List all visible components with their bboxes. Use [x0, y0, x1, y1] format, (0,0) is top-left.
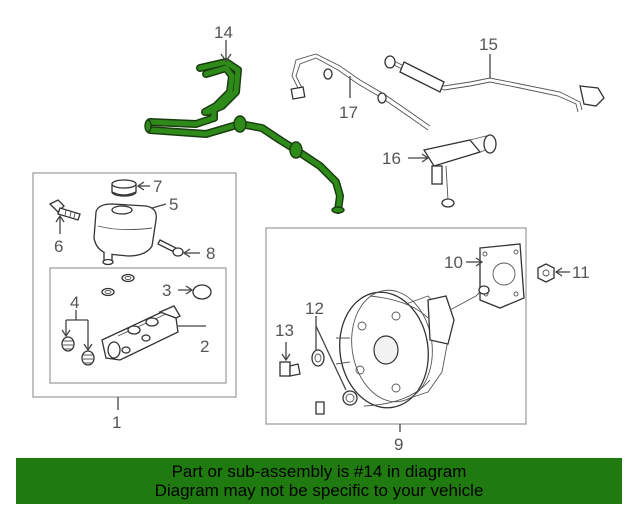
booster-clip[interactable] — [315, 401, 325, 415]
part-15-vacuum-tube[interactable] — [384, 55, 605, 113]
callout-13[interactable]: 13 — [275, 321, 294, 340]
part-16-check-valve[interactable] — [422, 134, 497, 208]
callout-3[interactable]: 3 — [162, 281, 171, 300]
fitment-banner: Part or sub-assembly is #14 in diagram D… — [16, 458, 622, 504]
parts-diagram: 14 17 15 16 1 7 — [32, 23, 605, 454]
part-13-vacuum-sensor[interactable] — [279, 361, 301, 377]
arrow-3 — [185, 285, 194, 295]
callout-7[interactable]: 7 — [153, 177, 162, 196]
leader-12-b — [315, 325, 347, 391]
arrow-7 — [136, 181, 145, 191]
part-10-gasket[interactable] — [479, 243, 525, 309]
callout-8[interactable]: 8 — [206, 244, 215, 263]
part-7-reservoir-cap[interactable] — [111, 179, 137, 197]
part-14-vacuum-hose[interactable] — [144, 58, 345, 214]
part-12-seals[interactable] — [311, 349, 358, 406]
group-box-9 — [265, 227, 527, 425]
master-cylinder[interactable] — [101, 305, 181, 361]
callout-17[interactable]: 17 — [339, 103, 358, 122]
arrow-10 — [475, 257, 484, 267]
part-4-bleeder-caps[interactable] — [61, 336, 95, 366]
leader-5 — [151, 203, 167, 209]
part-17-vacuum-line[interactable] — [290, 53, 431, 131]
callout-2[interactable]: 2 — [200, 337, 209, 356]
callout-6[interactable]: 6 — [54, 237, 63, 256]
callout-12[interactable]: 12 — [305, 299, 324, 318]
callout-4[interactable]: 4 — [70, 293, 79, 312]
arrow-6 — [55, 214, 65, 223]
arrow-4a — [61, 329, 71, 338]
callout-11[interactable]: 11 — [572, 263, 590, 282]
part-8-level-sensor[interactable] — [157, 239, 184, 257]
callout-14[interactable]: 14 — [214, 23, 233, 42]
arrow-13 — [281, 353, 291, 362]
callout-5[interactable]: 5 — [169, 195, 178, 214]
banner-line-1: Part or sub-assembly is #14 in diagram — [171, 462, 467, 481]
arrow-4b — [83, 343, 93, 352]
reservoir-grommets[interactable] — [101, 273, 135, 297]
arrow-16 — [421, 153, 430, 163]
callout-15[interactable]: 15 — [479, 35, 498, 54]
callout-9[interactable]: 9 — [394, 435, 403, 454]
callout-16[interactable]: 16 — [382, 149, 401, 168]
sub-box-2 — [49, 267, 227, 384]
part-6-bolt[interactable] — [48, 199, 81, 221]
brake-booster[interactable] — [332, 285, 490, 414]
group-box-1 — [32, 172, 237, 398]
banner-line-2: Diagram may not be specific to your vehi… — [154, 481, 484, 500]
callout-10[interactable]: 10 — [444, 253, 463, 272]
arrow-14 — [220, 53, 232, 63]
part-3-o-ring[interactable] — [192, 284, 212, 300]
callout-1[interactable]: 1 — [112, 413, 121, 432]
part-11-nut[interactable] — [537, 263, 555, 283]
part-5-fluid-reservoir[interactable] — [93, 203, 157, 266]
arrow-11 — [554, 267, 563, 277]
arrow-8 — [182, 248, 191, 258]
